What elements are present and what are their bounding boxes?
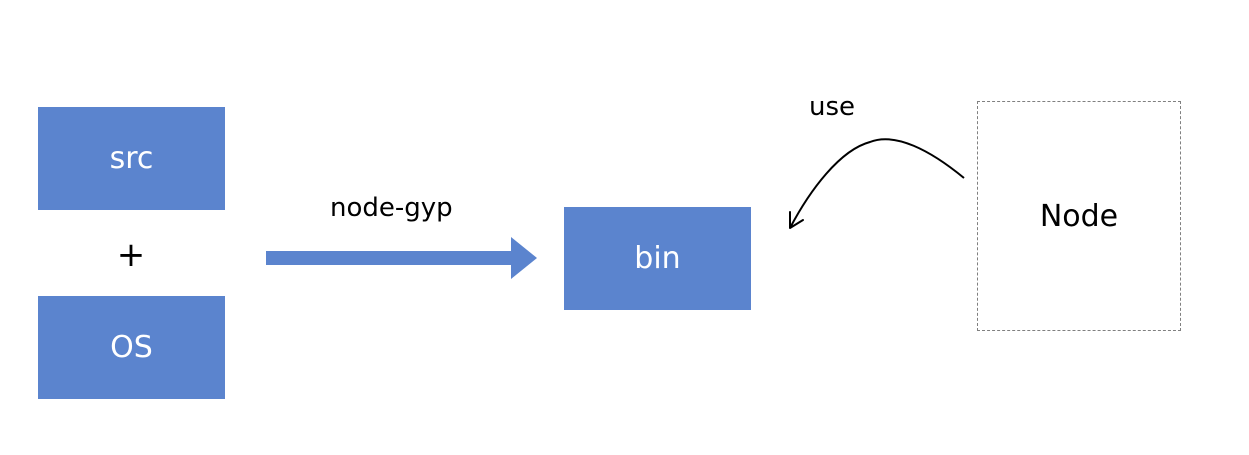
plus-sign: +	[116, 235, 146, 275]
build-arrow-shaft	[266, 251, 514, 265]
build-arrow-head	[511, 237, 537, 279]
use-arrow-head	[789, 211, 804, 229]
use-label: use	[809, 92, 856, 122]
src-box: src	[38, 107, 225, 210]
bin-label: bin	[634, 241, 681, 276]
src-label: src	[109, 141, 154, 176]
os-label: OS	[110, 330, 153, 365]
bin-box: bin	[564, 207, 751, 310]
node-label: Node	[1039, 198, 1119, 234]
node-gyp-label: node-gyp	[330, 193, 453, 223]
build-arrow	[266, 237, 537, 279]
node-box: Node	[977, 101, 1181, 331]
use-arrow	[789, 138, 965, 229]
os-box: OS	[38, 296, 225, 399]
use-arrow-curve	[789, 138, 965, 229]
